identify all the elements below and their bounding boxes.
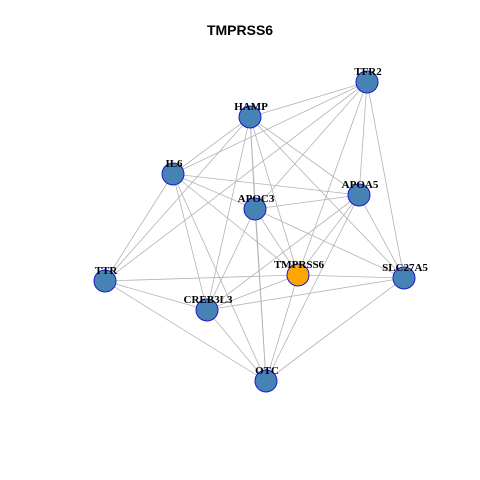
edge-hamp-apoa5 bbox=[249, 116, 360, 196]
node-label-ttr: TTR bbox=[95, 265, 119, 277]
edge-apoc3-otc bbox=[254, 208, 267, 382]
edge-apoa5-tmprss6 bbox=[297, 194, 360, 276]
edge-apoc3-tmprss6 bbox=[254, 208, 299, 276]
node-label-tmprss6: TMPRSS6 bbox=[274, 259, 325, 271]
edge-tmprss6-otc bbox=[265, 274, 299, 382]
node-tfr2[interactable] bbox=[355, 70, 379, 94]
graph-title: TMPRSS6 bbox=[206, 22, 274, 38]
edge-apoc3-slc27a5 bbox=[254, 208, 405, 279]
node-hamp[interactable] bbox=[238, 105, 262, 129]
edge-ttr-otc bbox=[104, 280, 267, 382]
node-label-apoc3: APOC3 bbox=[238, 193, 275, 205]
edge-tmprss6-slc27a5 bbox=[297, 274, 405, 279]
node-creb3l3[interactable] bbox=[195, 298, 219, 322]
node-apoc3[interactable] bbox=[243, 197, 267, 221]
edge-layer bbox=[104, 81, 405, 382]
edge-apoa5-apoc3 bbox=[254, 194, 360, 210]
edge-hamp-il6 bbox=[172, 116, 251, 175]
edge-il6-apoa5 bbox=[172, 173, 360, 196]
edge-tmprss6-creb3l3 bbox=[206, 274, 299, 311]
edge-il6-apoc3 bbox=[172, 173, 256, 210]
edge-ttr-creb3l3 bbox=[104, 280, 208, 311]
edge-apoa5-slc27a5 bbox=[358, 194, 405, 279]
edge-il6-creb3l3 bbox=[172, 173, 208, 311]
node-label-slc27a5: SLC27A5 bbox=[382, 262, 428, 274]
node-apoa5[interactable] bbox=[347, 183, 371, 207]
node-label-otc: OTC bbox=[255, 365, 279, 377]
edge-creb3l3-otc bbox=[206, 309, 267, 382]
node-layer bbox=[93, 70, 416, 393]
node-label-tfr2: TFR2 bbox=[354, 66, 382, 78]
edge-tfr2-apoa5 bbox=[358, 81, 368, 196]
node-tmprss6[interactable] bbox=[286, 263, 310, 287]
edge-ttr-tmprss6 bbox=[104, 274, 299, 282]
node-otc[interactable] bbox=[254, 369, 278, 393]
edge-tfr2-tmprss6 bbox=[297, 81, 368, 276]
edge-hamp-tmprss6 bbox=[249, 116, 299, 276]
edge-hamp-slc27a5 bbox=[249, 116, 405, 279]
edge-hamp-creb3l3 bbox=[206, 116, 251, 311]
edge-tfr2-slc27a5 bbox=[366, 81, 405, 279]
edge-tfr2-hamp bbox=[249, 81, 368, 118]
node-ttr[interactable] bbox=[93, 269, 117, 293]
node-label-apoa5: APOA5 bbox=[342, 179, 379, 191]
edge-hamp-ttr bbox=[104, 116, 251, 282]
node-label-creb3l3: CREB3L3 bbox=[184, 294, 233, 306]
node-slc27a5[interactable] bbox=[392, 266, 416, 290]
edge-tfr2-apoc3 bbox=[254, 81, 368, 210]
edge-il6-ttr bbox=[104, 173, 174, 282]
node-il6[interactable] bbox=[161, 162, 185, 186]
edge-apoa5-otc bbox=[265, 194, 360, 382]
edge-tfr2-il6 bbox=[172, 81, 368, 175]
node-label-il6: IL6 bbox=[165, 158, 183, 170]
edge-slc27a5-otc bbox=[265, 277, 405, 382]
edge-apoc3-creb3l3 bbox=[206, 208, 256, 311]
edge-slc27a5-creb3l3 bbox=[206, 277, 405, 311]
node-label-hamp: HAMP bbox=[234, 101, 268, 113]
edge-il6-tmprss6 bbox=[172, 173, 299, 276]
